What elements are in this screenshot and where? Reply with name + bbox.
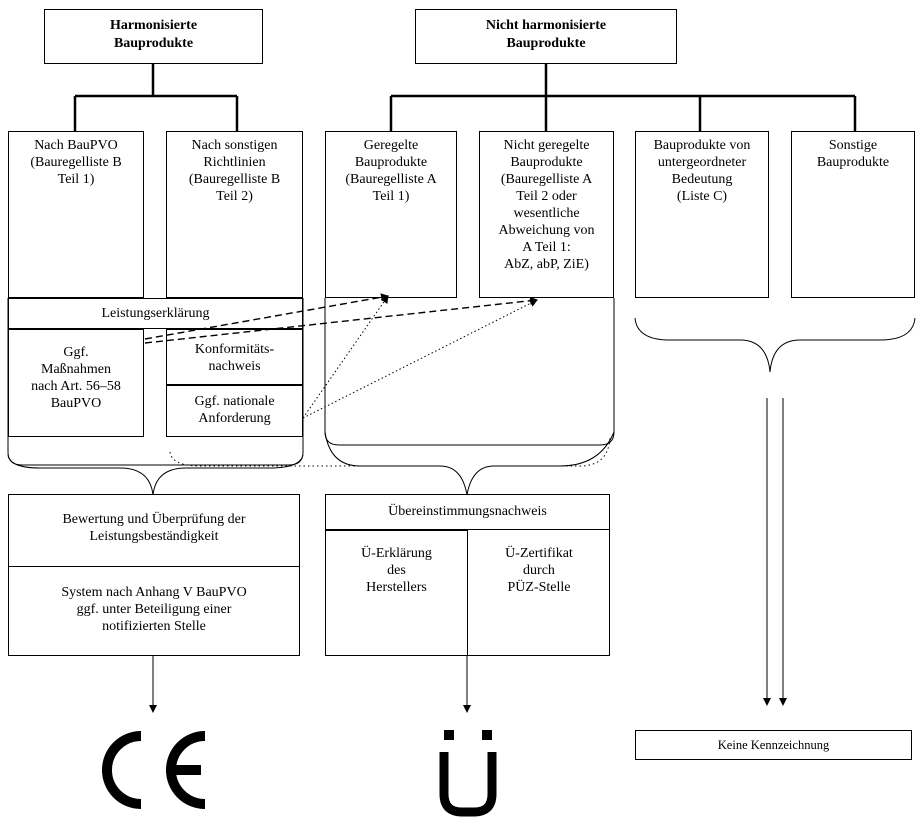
minor-box <box>635 131 769 298</box>
brace-middle <box>324 431 615 496</box>
conformity-proof-title-box <box>325 494 610 530</box>
no-marking-label: Keine Kennzeichnung <box>717 738 830 752</box>
national-box <box>166 385 303 437</box>
harmonised-tree <box>73 64 239 131</box>
assessment-body: System nach Anhang V BauPVO ggf. unter B… <box>61 585 247 634</box>
harmonised-box <box>44 9 263 64</box>
u-mark-icon <box>439 730 497 817</box>
declaration-label: Leistungserklärung <box>101 306 210 321</box>
assessment-title-box <box>8 494 300 567</box>
others-box <box>791 131 915 298</box>
baupvo-label: Nach BauPVO (Bauregelliste B Teil 1) <box>30 138 122 187</box>
certificate-label: Ü-Zertifikat durch PÜZ-Stelle <box>505 546 573 595</box>
other-directives-box <box>166 131 303 298</box>
declaration-box <box>8 298 303 329</box>
minor-label: Bauprodukte von untergeordneter Bedeutun… <box>653 138 751 204</box>
conformity-proof-title: Übereinstimmungsnachweis <box>388 504 547 519</box>
manufacturer-declaration: Ü-Erklärung des Herstellers <box>361 546 432 595</box>
not-regulated-box <box>479 131 614 298</box>
brace-left <box>7 454 304 496</box>
brace-middle-dotted <box>169 437 611 467</box>
non-harmonised-tree <box>389 64 857 131</box>
regulated-box <box>325 131 457 298</box>
conformity-label: Konformitäts- nachweis <box>194 342 275 374</box>
no-marking-box <box>635 730 912 760</box>
conformity-box <box>166 329 303 385</box>
manufacturer-declaration-box <box>325 530 468 656</box>
non-harmonised-box <box>415 9 677 64</box>
measures-box <box>8 329 144 437</box>
others-label: Sonstige Bauprodukte <box>816 138 890 170</box>
regulated-label: Geregelte Bauprodukte (Bauregelliste A T… <box>345 138 437 204</box>
measures-label: Ggf. Maßnahmen nach Art. 56–58 BauPVO <box>31 345 121 411</box>
non-harmonised-title: Nicht harmonisierte Bauprodukte <box>485 18 607 51</box>
dotted-arrows <box>302 295 538 419</box>
other-directives-label: Nach sonstigen Richtlinien (Bauregellist… <box>188 138 281 204</box>
brace-right <box>634 317 916 373</box>
ce-mark-icon <box>102 731 206 809</box>
national-label: Ggf. nationale Anforderung <box>194 394 275 426</box>
assessment-title: Bewertung und Überprüfung der Leistungsb… <box>62 512 246 544</box>
baupvo-box <box>8 131 144 298</box>
harmonised-title: Harmonisierte Bauprodukte <box>109 18 198 51</box>
not-regulated-label: Nicht geregelte Bauprodukte (Bauregellis… <box>498 138 595 272</box>
